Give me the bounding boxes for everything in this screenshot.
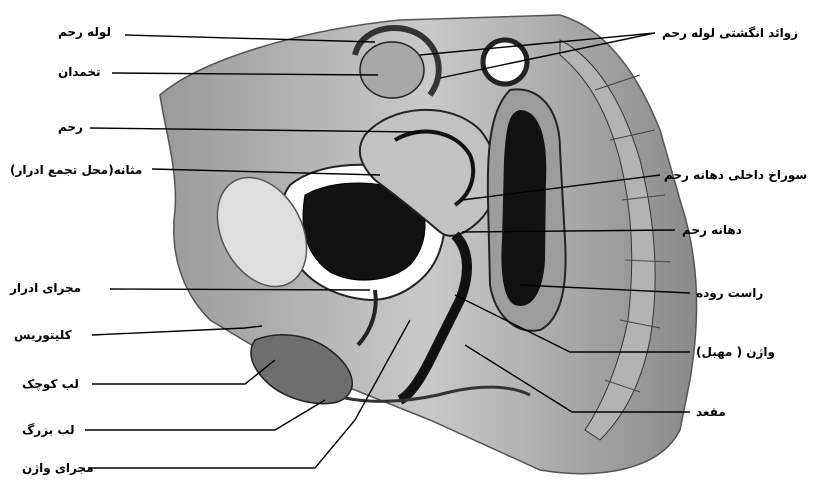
label-uterus: رحم [58,120,83,134]
label-internal-os: سوراخ داخلی دهانه رحم [664,168,807,182]
label-labia-minora: لب کوچک [22,377,79,391]
label-anus: مقعد [696,405,726,419]
label-vaginal-opening: مجرای واژن [22,461,94,475]
label-labia-majora: لب بزرگ [22,423,75,437]
leader-labia-majora [85,400,325,430]
label-ovary: تخمدان [58,65,101,79]
label-clitoris: کلیتوریس [14,328,72,342]
label-cervix: دهانه رحم [682,223,742,237]
leader-labia-minora [92,360,275,384]
rectum-lumen [501,110,546,306]
label-fallopian-tube: لوله رحم [58,25,111,39]
ovary-shape [360,42,424,98]
label-rectum: راست روده [696,286,763,300]
label-fimbriae: زوائد انگشتی لوله رحم [662,26,798,40]
label-vagina: واژن ( مهبل) [696,345,775,359]
label-bladder: مثانه(محل تجمع ادرار) [10,163,142,177]
label-urethra: مجرای ادرار [10,281,81,295]
